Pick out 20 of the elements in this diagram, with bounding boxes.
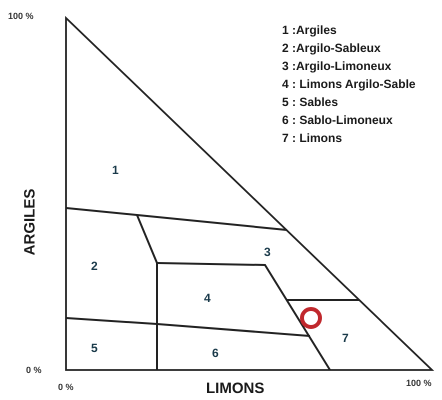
- axis-tick-label: 100 %: [406, 379, 432, 388]
- legend-entry: 2 :Argilo-Sableux: [282, 42, 381, 54]
- legend-entry: 6 : Sablo-Limoneux: [282, 114, 393, 126]
- axis-tick-label: 100 %: [8, 12, 34, 21]
- region-number: 7: [342, 332, 349, 344]
- region-number: 2: [91, 260, 98, 272]
- axis-title: ARGILES: [22, 188, 38, 256]
- legend-entry: 3 :Argilo-Limoneux: [282, 60, 392, 72]
- legend-entry: 4 : Limons Argilo-Sable: [282, 78, 416, 90]
- legend-entry: 5 : Sables: [282, 96, 338, 108]
- region-number: 6: [212, 347, 219, 359]
- axis-title: LIMONS: [206, 381, 264, 396]
- region-number: 5: [91, 342, 98, 354]
- axis-tick-label: 0 %: [26, 366, 42, 375]
- axis-tick-label: 0 %: [58, 383, 74, 392]
- region-number: 1: [112, 164, 119, 176]
- region-number: 4: [204, 292, 211, 304]
- legend-entry: 7 : Limons: [282, 132, 342, 144]
- legend-entry: 1 :Argiles: [282, 24, 337, 36]
- region-number: 3: [264, 246, 271, 258]
